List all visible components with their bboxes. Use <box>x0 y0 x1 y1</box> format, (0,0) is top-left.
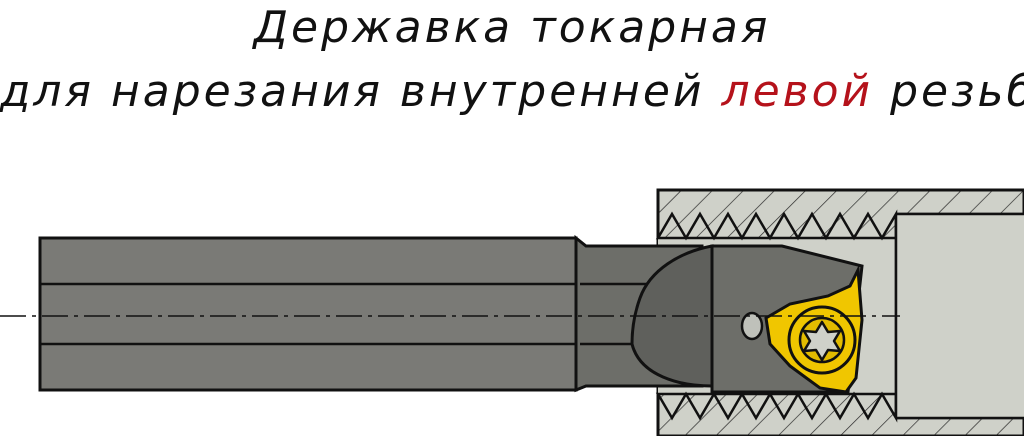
title-line2-suffix: резьбы <box>890 66 1024 117</box>
title-accent-word: левой <box>721 66 874 117</box>
torx-screw-icon <box>802 320 842 362</box>
thread-teeth-bottom <box>655 391 898 423</box>
threading-insert <box>740 264 864 394</box>
title-line2-prefix: для нарезания внутренней <box>0 66 705 117</box>
diagram-title-line2: для нарезания внутренней левой резьбы <box>0 66 1024 117</box>
boring-bar <box>38 234 864 394</box>
thread-teeth-top <box>655 209 898 241</box>
diagram-title-line1: Державка токарная <box>253 2 771 53</box>
pin-icon <box>740 311 764 341</box>
